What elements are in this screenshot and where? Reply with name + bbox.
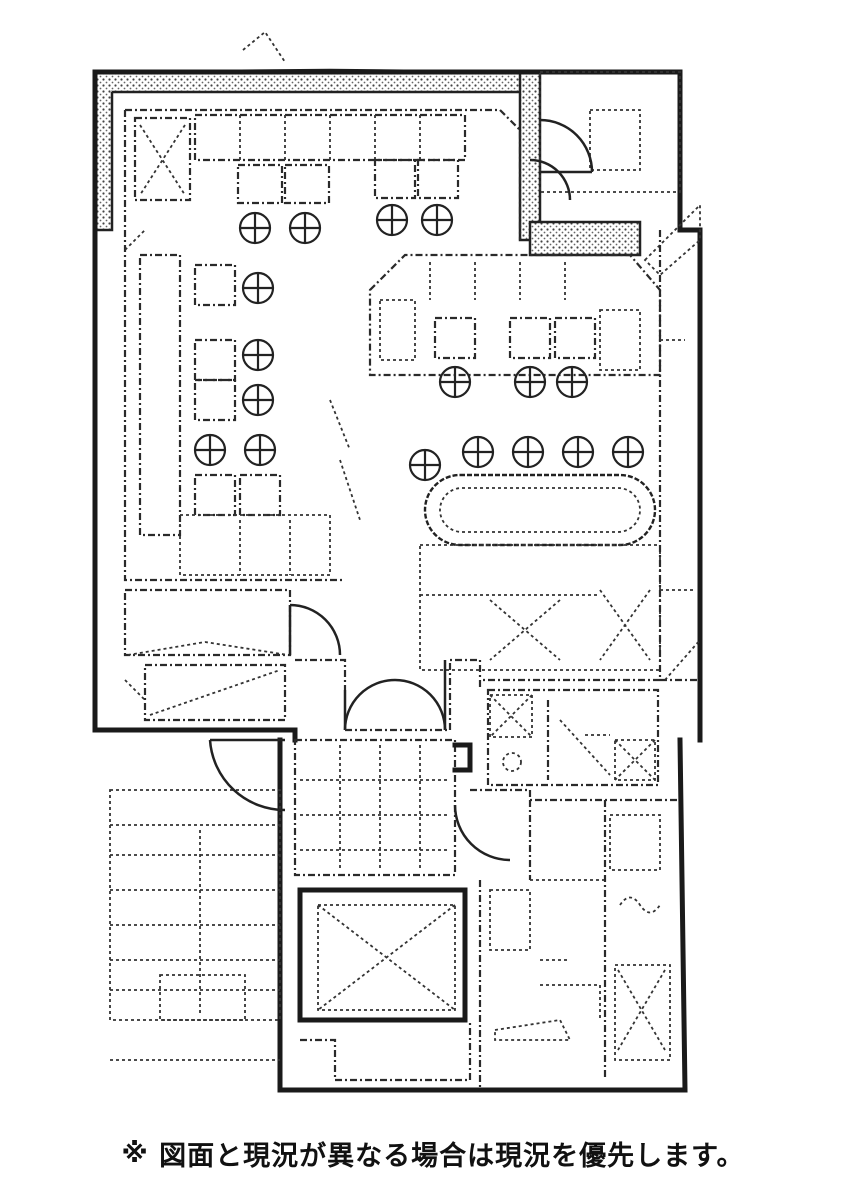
lower-left-rooms: [123, 588, 482, 732]
main-hall: [123, 108, 700, 682]
roof-hatch: [93, 30, 542, 242]
disclaimer-note: ※ 図面と現況が異なる場合は現況を優先します。: [0, 1134, 866, 1173]
reference-mark: ※: [121, 1138, 149, 1169]
disclaimer-text: 図面と現況が異なる場合は現況を優先します。: [159, 1141, 745, 1172]
floor-plan: [92, 30, 703, 1093]
lower-right-rooms: [470, 339, 701, 1090]
stair-area: [109, 738, 511, 1082]
annex-right: [528, 71, 701, 277]
